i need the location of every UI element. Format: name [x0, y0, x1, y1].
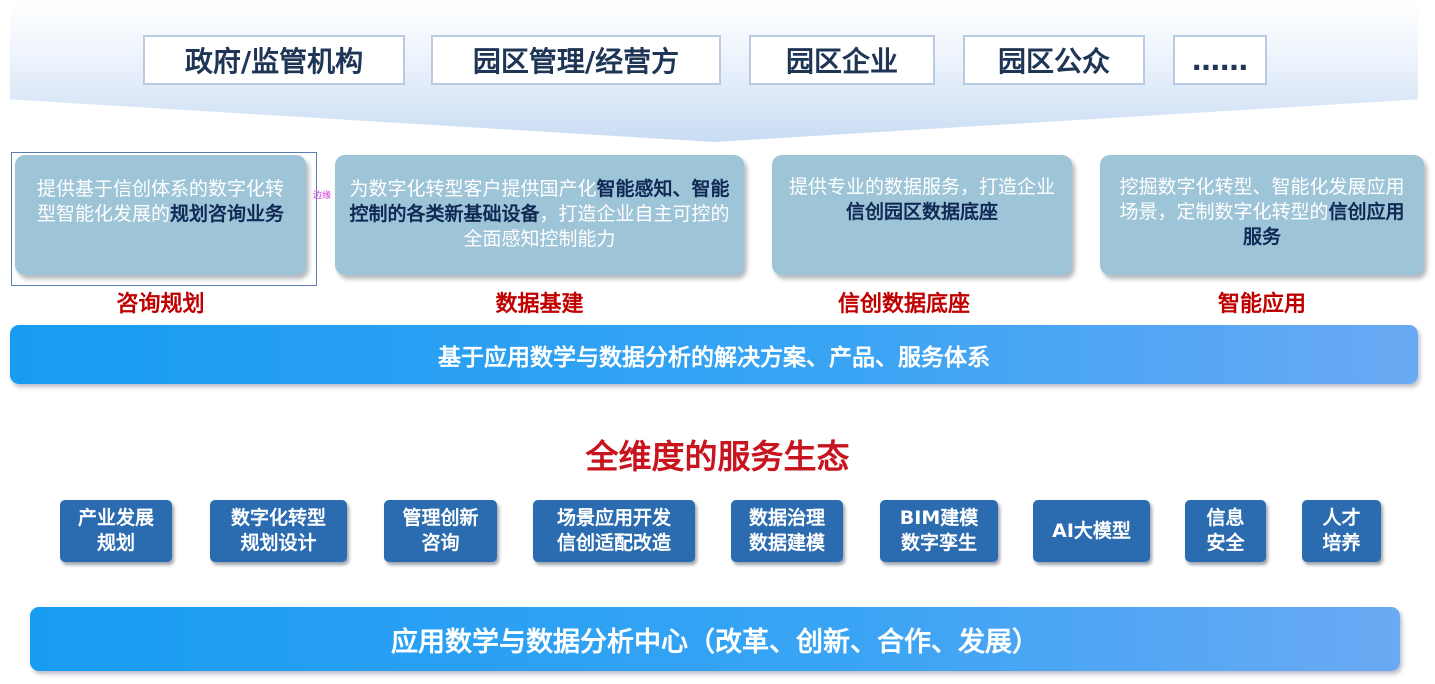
role-park-public: 园区公众 — [963, 35, 1145, 85]
selection-outline[interactable] — [11, 152, 317, 286]
service-bim: BIM建模数字孪生 — [880, 500, 998, 562]
service-line: BIM建模 — [899, 507, 979, 529]
card-text: 提供专业的数据服务，打造企业 — [788, 176, 1055, 198]
service-line: 数字化转型 — [230, 507, 326, 529]
service-industry-planning: 产业发展规划 — [60, 500, 172, 562]
service-line: 规划 — [96, 532, 135, 554]
service-data-governance: 数据治理数据建模 — [731, 500, 843, 562]
card-highlight: 规划咨询业务 — [170, 203, 285, 225]
service-line: 数据治理 — [748, 507, 825, 529]
service-line: 管理创新 — [402, 507, 479, 529]
service-line: 信创适配改造 — [556, 532, 671, 554]
service-line: 产业发展 — [77, 507, 154, 529]
service-line: AI大模型 — [1052, 519, 1131, 542]
service-scenario-dev: 场景应用开发信创适配改造 — [533, 500, 695, 562]
caption-data-infra: 数据基建 — [495, 292, 584, 317]
service-security: 信息安全 — [1185, 500, 1266, 562]
caption-consulting: 咨询规划 — [116, 292, 205, 317]
service-line: 数字孪生 — [900, 532, 977, 554]
ecosystem-title: 全维度的服务生态 — [585, 437, 850, 476]
card-highlight: 智能感知、智能控制的各类新基础设备 — [349, 178, 730, 225]
solution-bar: 基于应用数学与数据分析的解决方案、产品、服务体系 — [10, 325, 1418, 384]
card-data-base: 提供专业的数据服务，打造企业信创园区数据底座 — [772, 155, 1072, 275]
service-line: 人才 — [1322, 507, 1361, 529]
service-line: 场景应用开发 — [556, 507, 671, 529]
card-highlight: 信创应用服务 — [1242, 201, 1405, 248]
card-text: ，打造企业自主可控的全面感知控制能力 — [463, 203, 730, 250]
service-ai-model: AI大模型 — [1033, 500, 1150, 562]
caption-data-base: 信创数据底座 — [837, 292, 970, 317]
card-consulting: 提供基于信创体系的数字化转型智能化发展的规划咨询业务 — [15, 155, 306, 275]
card-data-infra: 为数字化转型客户提供国产化智能感知、智能控制的各类新基础设备，打造企业自主可控的… — [335, 155, 744, 275]
service-line: 规划设计 — [240, 532, 317, 554]
service-line: 培养 — [1322, 532, 1361, 554]
card-text: 为数字化转型客户提供国产化 — [349, 178, 597, 200]
card-text: 提供基于信创体系的数字化转型智能化发展的 — [36, 178, 284, 225]
service-line: 信息 — [1206, 507, 1245, 529]
role-park-enterprise: 园区企业 — [749, 35, 935, 85]
caption-smart-app: 智能应用 — [1217, 292, 1306, 317]
role-more: …… — [1173, 35, 1267, 85]
service-digital-transform: 数字化转型规划设计 — [210, 500, 347, 562]
service-line: 咨询 — [421, 532, 460, 554]
card-highlight: 信创园区数据底座 — [845, 201, 998, 223]
role-park-management: 园区管理/经营方 — [431, 35, 721, 85]
card-text: 挖掘数字化转型、智能化发展应用场景，定制数字化转型的 — [1119, 176, 1405, 223]
center-bar: 应用数学与数据分析中心（改革、创新、合作、发展） — [30, 607, 1400, 671]
edge-label: 边缘 — [313, 191, 332, 201]
service-line: 数据建模 — [748, 532, 825, 554]
service-line: 安全 — [1206, 532, 1245, 554]
service-talent: 人才培养 — [1302, 500, 1381, 562]
service-management-innovation: 管理创新咨询 — [384, 500, 497, 562]
card-smart-app: 挖掘数字化转型、智能化发展应用场景，定制数字化转型的信创应用服务 — [1100, 155, 1424, 275]
role-government: 政府/监管机构 — [143, 35, 405, 85]
